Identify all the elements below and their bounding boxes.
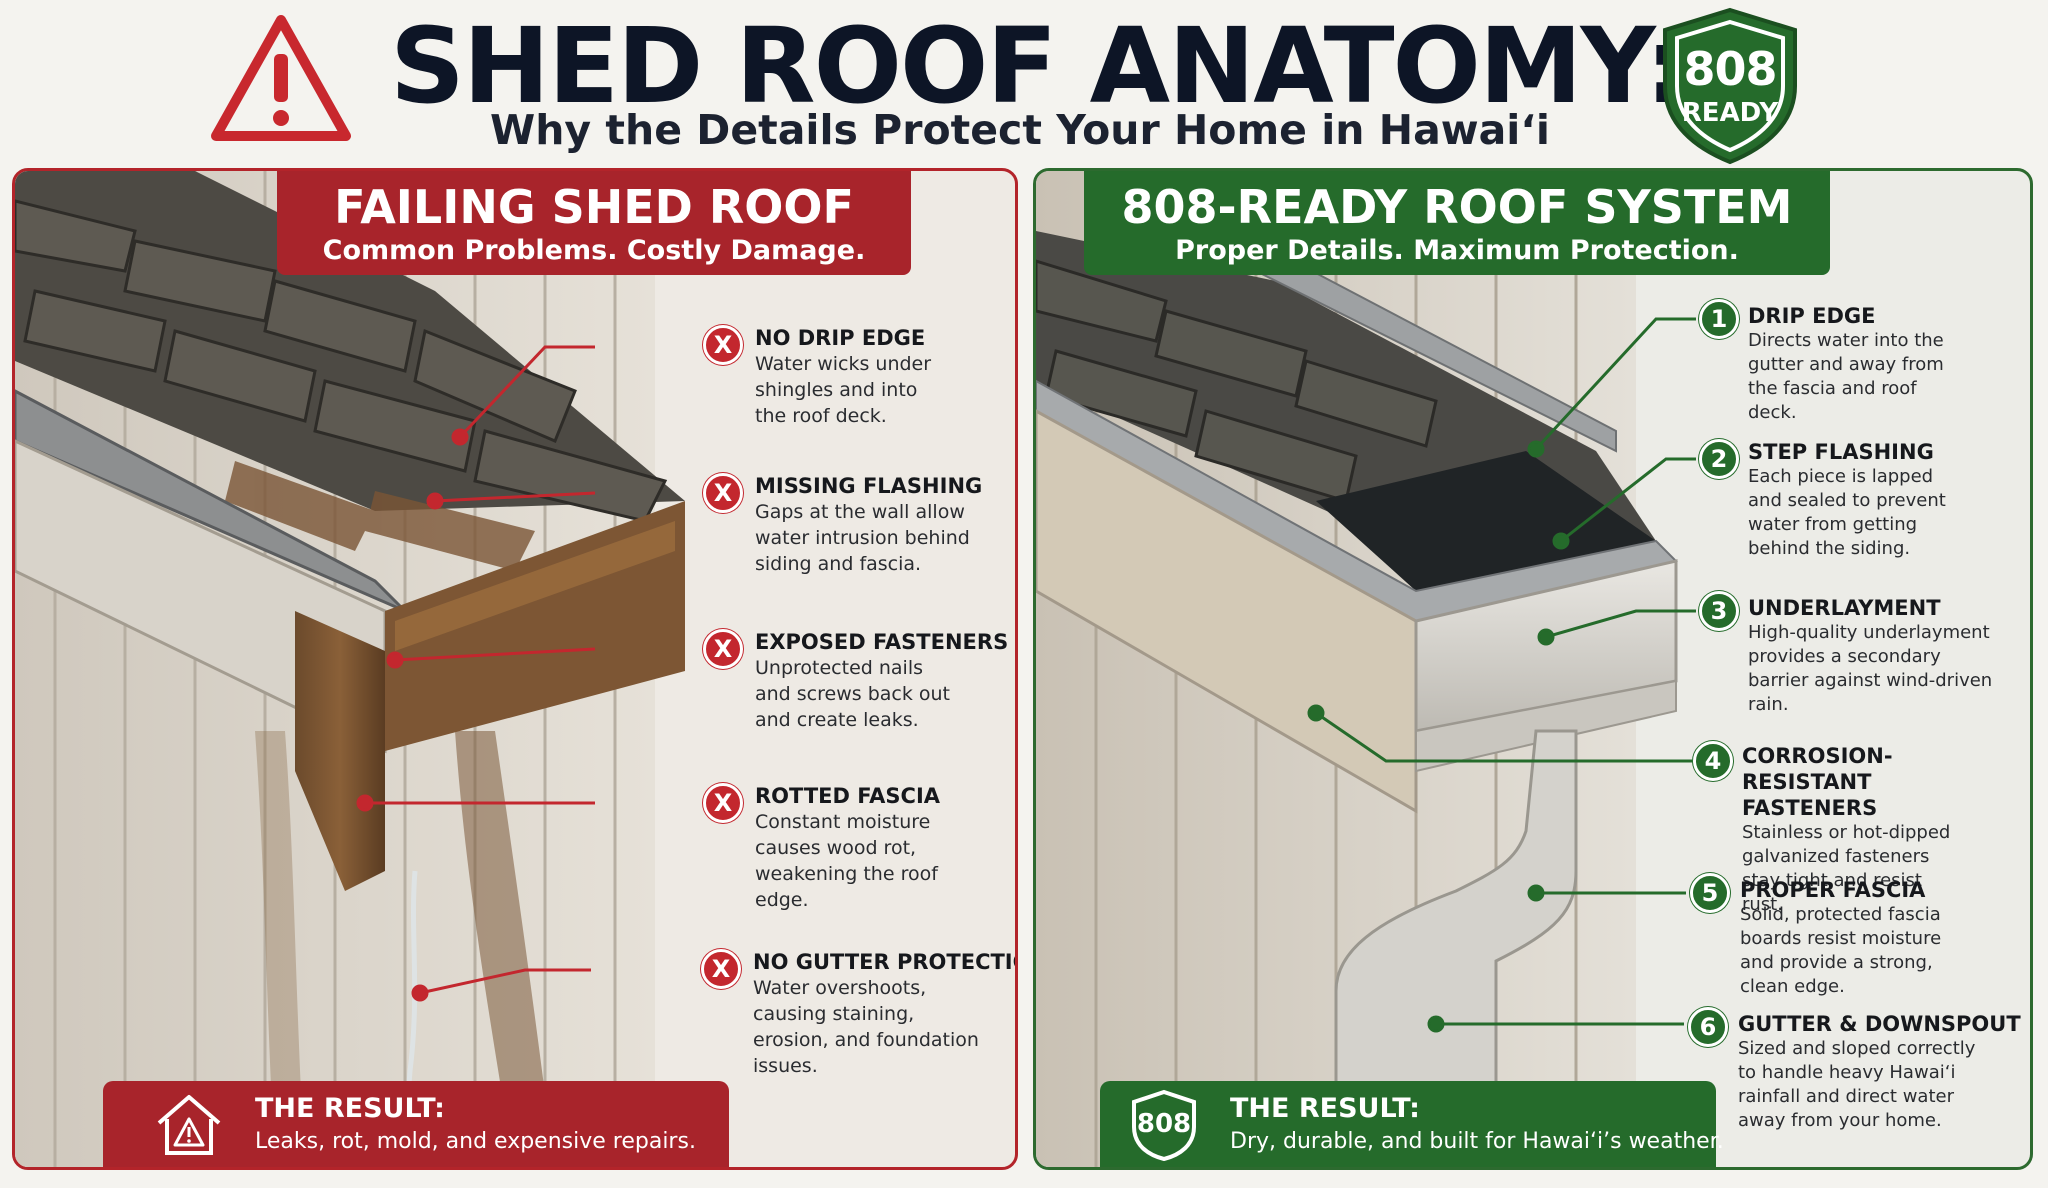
ready-roof-subtitle: Proper Details. Maximum Protection. <box>1175 235 1739 266</box>
x-mark-icon: X <box>703 325 743 365</box>
step-number-1: 1 <box>1699 299 1739 339</box>
callout-rotted-fascia: ROTTED FASCIA Constant moisture causes w… <box>755 783 1015 913</box>
callout-desc: High-quality underlayment provides a sec… <box>1748 622 1993 715</box>
house-warning-icon <box>157 1095 221 1155</box>
callout-title: ROTTED FASCIA <box>755 784 941 808</box>
callout-desc: Stainless or hot-dipped galvanized faste… <box>1742 822 1951 915</box>
callout-gutter-downspout: GUTTER & DOWNSPOUT Sized and sloped corr… <box>1738 1011 2028 1133</box>
x-mark-icon: X <box>703 473 743 513</box>
result-title: THE RESULT: <box>1230 1093 1420 1124</box>
callout-title: NO GUTTER PROTECTION <box>753 950 1015 974</box>
callout-title: STEP FLASHING <box>1748 440 1934 464</box>
callout-drip-edge: DRIP EDGE Directs water into the gutter … <box>1748 303 2030 425</box>
callout-title: NO DRIP EDGE <box>755 326 926 350</box>
page-title: SHED ROOF ANATOMY: <box>390 5 1686 127</box>
callout-no-gutter-protection: NO GUTTER PROTECTION Water overshoots, c… <box>753 949 1015 1079</box>
callout-step-flashing: STEP FLASHING Each piece is lapped and s… <box>1748 439 2030 561</box>
x-mark-icon: X <box>703 783 743 823</box>
callout-desc: Water overshoots, causing staining, eros… <box>753 977 979 1077</box>
x-mark-icon: X <box>703 629 743 669</box>
header: SHED ROOF ANATOMY: Why the Details Prote… <box>0 0 2048 165</box>
callout-desc: Sized and sloped correctly to handle hea… <box>1738 1038 1976 1131</box>
failing-roof-banner: FAILING SHED ROOF Common Problems. Costl… <box>277 171 911 275</box>
callout-title: PROPER FASCIA <box>1740 878 1926 902</box>
callout-title: CORROSION-RESISTANT FASTENERS <box>1742 744 1893 820</box>
step-number-5: 5 <box>1690 873 1730 913</box>
shield-808-icon: 808 <box>1128 1089 1200 1161</box>
callout-title: DRIP EDGE <box>1748 304 1876 328</box>
callout-missing-flashing: MISSING FLASHING Gaps at the wall allow … <box>755 473 1015 577</box>
callout-desc: Gaps at the wall allow water intrusion b… <box>755 501 970 575</box>
callout-title: GUTTER & DOWNSPOUT <box>1738 1012 2021 1036</box>
callout-desc: Water wicks under shingles and into the … <box>755 353 932 427</box>
step-number-4: 4 <box>1693 741 1733 781</box>
step-number-3: 3 <box>1699 591 1739 631</box>
callout-underlayment: UNDERLAYMENT High-quality underlayment p… <box>1748 595 2030 717</box>
failing-roof-panel: FAILING SHED ROOF Common Problems. Costl… <box>12 168 1018 1170</box>
shield-808-label: 808 <box>1136 1109 1192 1139</box>
failing-result-banner: THE RESULT: Leaks, rot, mold, and expens… <box>103 1081 729 1167</box>
step-number-6: 6 <box>1688 1007 1728 1047</box>
shield-808-badge-icon: 808 READY <box>1655 6 1805 166</box>
ready-roof-title: 808-READY ROOF SYSTEM <box>1121 180 1793 234</box>
callout-desc: Each piece is lapped and sealed to preve… <box>1748 466 1946 559</box>
failing-roof-subtitle: Common Problems. Costly Damage. <box>322 235 866 266</box>
callout-title: UNDERLAYMENT <box>1748 596 1941 620</box>
callout-desc: Solid, protected fascia boards resist mo… <box>1740 904 1942 997</box>
failing-roof-title: FAILING SHED ROOF <box>334 180 854 234</box>
result-text: Dry, durable, and built for Hawai‘i’s we… <box>1230 1129 1724 1154</box>
ready-roof-banner: 808-READY ROOF SYSTEM Proper Details. Ma… <box>1084 171 1830 275</box>
callout-proper-fascia: PROPER FASCIA Solid, protected fascia bo… <box>1740 877 2030 999</box>
ready-roof-panel: 808-READY ROOF SYSTEM Proper Details. Ma… <box>1033 168 2033 1170</box>
page-subtitle: Why the Details Protect Your Home in Haw… <box>490 106 1550 154</box>
step-number-2: 2 <box>1699 439 1739 479</box>
x-mark-icon: X <box>701 949 741 989</box>
callout-title: EXPOSED FASTENERS <box>755 630 1009 654</box>
callout-desc: Directs water into the gutter and away f… <box>1748 330 1944 423</box>
callout-desc: Constant moisture causes wood rot, weake… <box>755 811 938 911</box>
callout-no-drip-edge: NO DRIP EDGE Water wicks under shingles … <box>755 325 1015 429</box>
result-text: Leaks, rot, mold, and expensive repairs. <box>255 1129 696 1154</box>
callout-exposed-fasteners: EXPOSED FASTENERS Unprotected nails and … <box>755 629 1015 733</box>
ready-result-banner: 808 THE RESULT: Dry, durable, and built … <box>1100 1081 1724 1167</box>
callout-corrosion-resistant-fasteners: CORROSION-RESISTANT FASTENERS Stainless … <box>1742 743 2030 917</box>
callout-desc: Unprotected nails and screws back out an… <box>755 657 951 731</box>
badge-number: 808 <box>1683 42 1777 96</box>
warning-triangle-icon <box>211 15 351 141</box>
callout-title: MISSING FLASHING <box>755 474 983 498</box>
badge-label: READY <box>1681 98 1779 128</box>
result-title: THE RESULT: <box>255 1093 445 1124</box>
